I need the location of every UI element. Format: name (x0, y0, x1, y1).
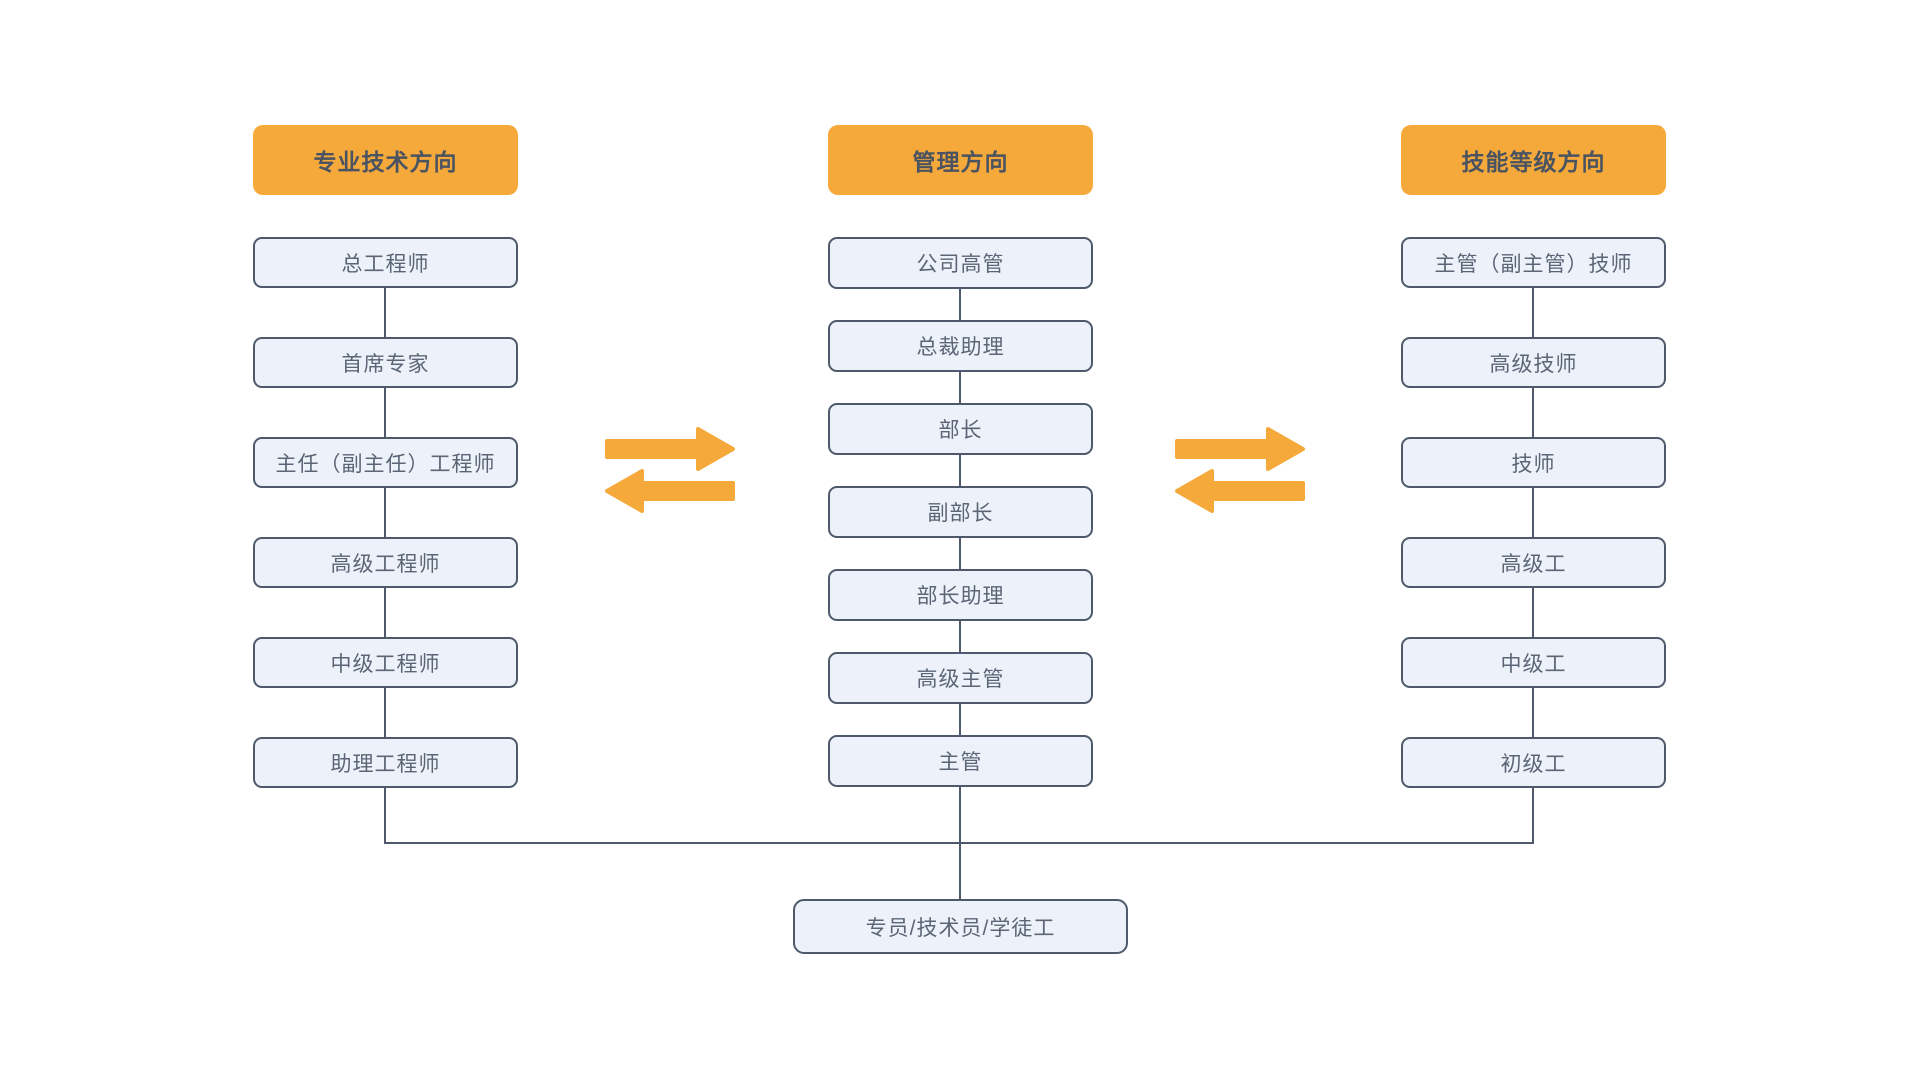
connector-line (959, 455, 961, 486)
connector-line (1532, 688, 1534, 737)
connector-line (1532, 788, 1534, 843)
header-skill-level: 技能等级方向 (1401, 125, 1666, 195)
exchange-arrows-icon (1172, 424, 1308, 516)
connector-line (384, 588, 386, 637)
connector-line (1532, 488, 1534, 537)
connector-line (1532, 288, 1534, 337)
node-senior-worker: 高级工 (1401, 537, 1666, 588)
node-minister: 部长 (828, 403, 1093, 455)
connector-line (1532, 388, 1534, 437)
node-junior-worker: 初级工 (1401, 737, 1666, 788)
node-director-engineer: 主任（副主任）工程师 (253, 437, 518, 488)
header-professional-technical: 专业技术方向 (253, 125, 518, 195)
node-specialist-technician-apprentice: 专员/技术员/学徒工 (793, 899, 1128, 954)
node-senior-technician: 高级技师 (1401, 337, 1666, 388)
connector-join-line (384, 842, 1534, 844)
exchange-arrows-icon (602, 424, 738, 516)
connector-line (959, 372, 961, 403)
node-supervisor-technician: 主管（副主管）技师 (1401, 237, 1666, 288)
node-deputy-minister: 副部长 (828, 486, 1093, 538)
node-supervisor: 主管 (828, 735, 1093, 787)
header-management: 管理方向 (828, 125, 1093, 195)
node-assistant-engineer: 助理工程师 (253, 737, 518, 788)
connector-line (1532, 588, 1534, 637)
node-intermediate-engineer: 中级工程师 (253, 637, 518, 688)
node-chief-engineer: 总工程师 (253, 237, 518, 288)
node-company-executive: 公司高管 (828, 237, 1093, 289)
connector-line (959, 289, 961, 320)
node-chief-expert: 首席专家 (253, 337, 518, 388)
connector-line (384, 688, 386, 737)
node-senior-engineer: 高级工程师 (253, 537, 518, 588)
node-senior-supervisor: 高级主管 (828, 652, 1093, 704)
node-president-assistant: 总裁助理 (828, 320, 1093, 372)
connector-line (959, 704, 961, 735)
node-minister-assistant: 部长助理 (828, 569, 1093, 621)
connector-line (959, 538, 961, 569)
connector-line (384, 788, 386, 843)
connector-line (959, 621, 961, 652)
connector-line (384, 288, 386, 337)
connector-line (384, 488, 386, 537)
node-intermediate-worker: 中级工 (1401, 637, 1666, 688)
connector-line (384, 388, 386, 437)
node-technician: 技师 (1401, 437, 1666, 488)
